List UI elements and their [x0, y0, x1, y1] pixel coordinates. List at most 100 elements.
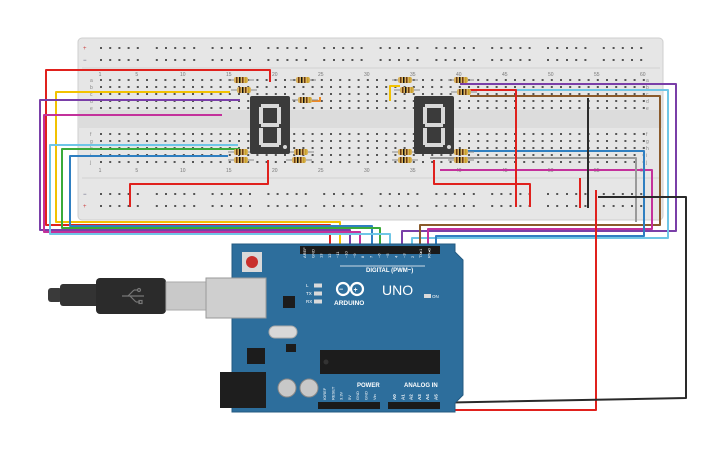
on-label: ON — [432, 294, 439, 299]
power-label: POWER — [357, 383, 380, 389]
column-number: 30 — [364, 72, 370, 78]
header-pin-label: TX▸1 — [418, 248, 423, 258]
row-letter: i — [646, 153, 647, 159]
row-letter: h — [646, 146, 649, 152]
wire-brown-right[interactable] — [419, 95, 661, 250]
resistor[interactable] — [292, 97, 318, 103]
row-letter: d — [90, 99, 93, 105]
wire-purple-right[interactable] — [401, 83, 677, 250]
wire-cyan-left[interactable] — [49, 144, 391, 250]
column-number: 1 — [99, 72, 102, 78]
power-pin-label: GND — [355, 391, 360, 400]
seven-segment-display-2[interactable]: 8 — [414, 96, 454, 167]
usb-cable-icon[interactable] — [48, 278, 207, 314]
status-led — [314, 299, 322, 304]
status-led — [314, 283, 322, 288]
resistor[interactable] — [448, 157, 474, 163]
digital-header — [300, 246, 440, 254]
wire-cyan-right[interactable] — [411, 89, 669, 250]
rail-plus-label-top: + — [83, 46, 87, 52]
resistor[interactable] — [392, 157, 418, 163]
crystal — [268, 325, 298, 339]
header-pin-label: 2 — [410, 255, 415, 258]
on-led — [424, 294, 431, 298]
header-pin-label: ~5 — [385, 253, 390, 258]
column-number: 15 — [226, 72, 232, 78]
resistor[interactable] — [228, 157, 254, 163]
wire-black-gnd[interactable] — [371, 196, 687, 405]
analog-pin-label: A2 — [409, 394, 414, 400]
column-number: 10 — [180, 168, 186, 174]
column-number: 55 — [594, 72, 600, 78]
breadboard-body — [77, 37, 664, 221]
resistor[interactable] — [228, 149, 254, 155]
arduino-infinity-logo-icon — [335, 281, 365, 297]
row-letter: d — [646, 99, 649, 105]
wire-blue-right[interactable] — [420, 150, 645, 250]
analog-pin-label: A1 — [400, 394, 405, 400]
wire-gray-right[interactable] — [430, 157, 637, 222]
header-pin-label: RX◂0 — [427, 247, 432, 258]
power-pin-label: GND — [364, 391, 369, 400]
header-pin-label: 12 — [327, 253, 332, 258]
wire-red-left-seg[interactable] — [129, 160, 269, 207]
row-letter: j — [89, 160, 91, 166]
resistors[interactable] — [228, 77, 477, 163]
arduino-model-text: UNO — [382, 282, 413, 298]
resistor[interactable] — [231, 87, 257, 93]
reset-button-icon[interactable] — [246, 256, 258, 268]
column-number: 45 — [502, 72, 508, 78]
resistor[interactable] — [448, 77, 474, 83]
small-ic — [283, 296, 295, 308]
wire-magenta-left[interactable] — [43, 114, 361, 250]
column-number: 20 — [272, 168, 278, 174]
analog-header — [388, 402, 440, 409]
rail-minus-label-top: − — [83, 58, 87, 64]
column-number: 5 — [135, 168, 138, 174]
status-led-label: TX — [306, 291, 312, 296]
wire-red-right-2[interactable] — [433, 160, 531, 207]
power-pin-label: 5V — [347, 395, 352, 400]
column-number: 15 — [226, 168, 232, 174]
resistor[interactable] — [392, 149, 418, 155]
row-letter: e — [90, 106, 93, 112]
header-pin-label: ~3 — [402, 253, 407, 258]
resistor[interactable] — [394, 87, 420, 93]
wire-red-right-1[interactable] — [470, 89, 517, 207]
resistor[interactable] — [451, 89, 477, 95]
analog-pin-label: A0 — [392, 394, 397, 400]
display-segments — [259, 104, 287, 149]
resistor[interactable] — [392, 77, 418, 83]
row-letter: c — [90, 92, 93, 98]
row-letter: e — [646, 106, 649, 112]
resistor[interactable] — [448, 149, 474, 155]
seven-segment-display-1[interactable]: 8 — [250, 96, 290, 167]
column-number: 30 — [364, 168, 370, 174]
resistor[interactable] — [288, 149, 314, 155]
wire-magenta-right[interactable] — [427, 169, 653, 250]
header-pin-label: 7 — [368, 255, 373, 258]
row-letter: f — [646, 132, 648, 138]
resistor[interactable] — [290, 77, 316, 83]
resistor[interactable] — [286, 157, 312, 163]
wire-green-left[interactable] — [61, 148, 381, 250]
header-pin-label: ~10 — [344, 250, 349, 258]
digital-label: DIGITAL (PWM~) — [366, 268, 413, 274]
row-letter: j — [645, 160, 647, 166]
resistor[interactable] — [228, 77, 254, 83]
wire-purple-left[interactable] — [39, 99, 351, 250]
header-pin-label: ~11 — [335, 251, 340, 258]
column-number: 25 — [318, 168, 324, 174]
capacitor-2 — [299, 378, 319, 398]
wire-yellow-right[interactable] — [389, 85, 400, 101]
row-letter: b — [646, 85, 649, 91]
